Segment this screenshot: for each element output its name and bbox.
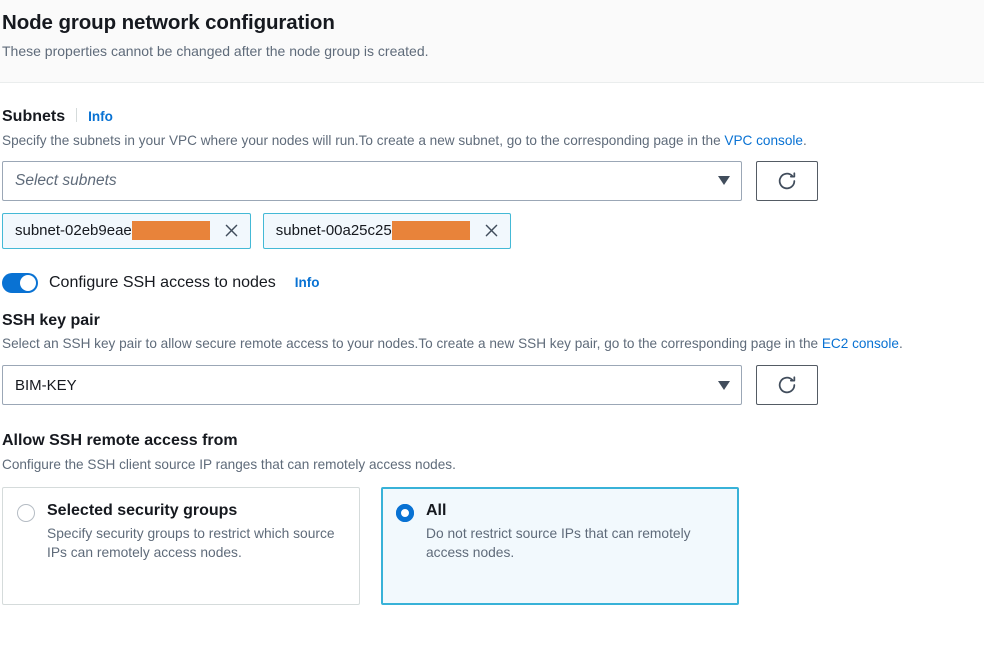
subnets-select-placeholder: Select subnets	[15, 171, 117, 189]
subnet-token[interactable]: subnet-02eb9eae	[2, 212, 251, 249]
close-icon	[225, 224, 238, 237]
subnet-token[interactable]: subnet-00a25c25	[262, 212, 511, 249]
subnets-refresh-button[interactable]	[756, 160, 818, 201]
radio-card-description: Specify security groups to restrict whic…	[47, 525, 335, 561]
ssh-access-toggle-row: Configure SSH access to nodes Info	[2, 272, 982, 293]
radio-button-unselected[interactable]	[17, 503, 35, 522]
subnets-token-list: subnet-02eb9eae subnet-00a25c25	[2, 212, 982, 249]
radio-button-selected[interactable]	[396, 503, 414, 522]
allow-ssh-option-cards: Selected security groups Specify securit…	[2, 486, 982, 605]
chevron-down-icon	[718, 176, 730, 185]
ssh-key-pair-select-row: BIM-KEY	[2, 365, 982, 405]
ssh-key-pair-label-row: SSH key pair	[2, 311, 982, 332]
panel-body: Subnets Info Specify the subnets in your…	[0, 107, 984, 605]
ssh-key-pair-label: SSH key pair	[2, 311, 100, 329]
subnet-token-label: subnet-00a25c25	[275, 222, 392, 239]
radio-card-description: Do not restrict source IPs that can remo…	[426, 525, 691, 561]
vpc-console-link[interactable]: VPC console	[724, 132, 803, 148]
subnets-description-text: Specify the subnets in your VPC where yo…	[2, 132, 725, 148]
redaction-block	[391, 221, 470, 240]
configure-ssh-access-toggle[interactable]	[2, 272, 38, 293]
subnets-description: Specify the subnets in your VPC where yo…	[2, 131, 982, 151]
refresh-icon	[778, 376, 796, 394]
ssh-key-pair-select[interactable]: BIM-KEY	[2, 365, 742, 405]
subnets-description-suffix: .	[803, 132, 807, 148]
label-divider	[76, 108, 78, 122]
radio-card-title: Selected security groups	[47, 501, 238, 519]
subnets-label: Subnets	[2, 108, 66, 125]
ssh-key-pair-selected-value: BIM-KEY	[15, 376, 77, 394]
allow-ssh-description: Configure the SSH client source IP range…	[2, 456, 456, 472]
subnet-token-remove-button[interactable]	[223, 222, 241, 240]
radio-card-text: All Do not restrict source IPs that can …	[426, 501, 722, 603]
toggle-knob	[20, 274, 36, 291]
panel-header: Node group network configuration These p…	[0, 0, 984, 83]
ssh-key-pair-description-suffix: .	[898, 336, 903, 352]
radio-card-text: Selected security groups Specify securit…	[47, 501, 343, 604]
ssh-access-info-link[interactable]: Info	[294, 275, 320, 290]
page-title: Node group network configuration	[2, 11, 335, 34]
ssh-key-pair-description: Select an SSH key pair to allow secure r…	[2, 334, 982, 354]
subnets-info-link[interactable]: Info	[88, 109, 113, 124]
subnets-label-row: Subnets Info	[2, 107, 982, 128]
subnet-token-remove-button[interactable]	[483, 222, 501, 240]
allow-ssh-label-row: Allow SSH remote access from	[2, 431, 982, 452]
radio-card-title: All	[426, 501, 447, 519]
chevron-down-icon	[718, 380, 730, 390]
ec2-console-link[interactable]: EC2 console	[821, 336, 899, 352]
close-icon	[485, 224, 498, 237]
radio-card-all[interactable]: All Do not restrict source IPs that can …	[381, 486, 739, 605]
subnet-token-label: subnet-02eb9eae	[15, 222, 132, 239]
redaction-block	[131, 221, 210, 240]
ssh-key-pair-refresh-button[interactable]	[756, 365, 818, 405]
configure-ssh-access-label: Configure SSH access to nodes	[49, 273, 276, 291]
page-subtitle: These properties cannot be changed after…	[2, 42, 429, 59]
allow-ssh-label: Allow SSH remote access from	[2, 432, 238, 449]
subnets-select[interactable]: Select subnets	[2, 160, 742, 201]
ssh-key-pair-description-text: Select an SSH key pair to allow secure r…	[2, 336, 822, 352]
radio-card-selected-security-groups[interactable]: Selected security groups Specify securit…	[2, 486, 360, 605]
refresh-icon	[778, 171, 796, 189]
subnets-select-row: Select subnets	[2, 160, 982, 201]
